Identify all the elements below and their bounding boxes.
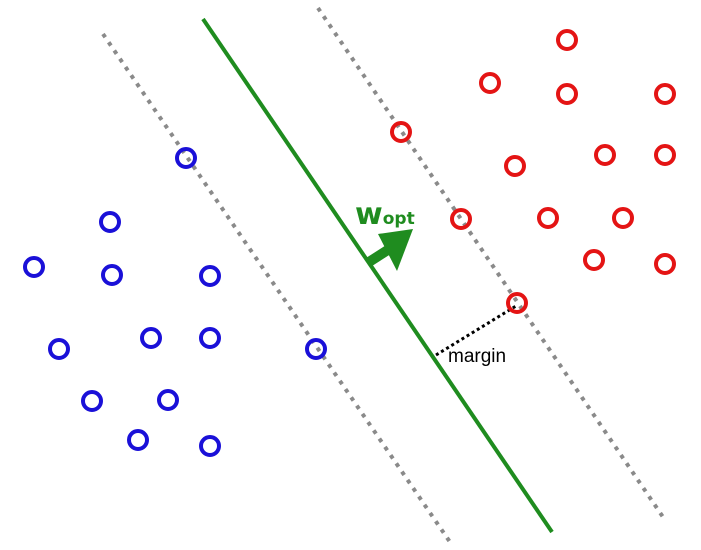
positive-class-point-icon bbox=[450, 208, 472, 230]
negative-class-point-icon bbox=[99, 211, 121, 233]
negative-class-points bbox=[23, 147, 327, 457]
positive-class-point-icon bbox=[556, 29, 578, 51]
negative-class-point-icon bbox=[101, 264, 123, 286]
positive-class-point-icon bbox=[583, 249, 605, 271]
positive-class-point-icon bbox=[594, 144, 616, 166]
negative-class-point-icon bbox=[199, 435, 221, 457]
negative-class-point-icon bbox=[199, 265, 221, 287]
negative-class-point-icon bbox=[48, 338, 70, 360]
negative-class-point-icon bbox=[199, 327, 221, 349]
negative-class-point-icon bbox=[127, 429, 149, 451]
positive-class-point-icon bbox=[612, 207, 634, 229]
negative-margin-boundary bbox=[101, 32, 454, 547]
positive-class-point-icon bbox=[390, 121, 412, 143]
margin-segment bbox=[435, 304, 517, 357]
positive-class-point-icon bbox=[654, 83, 676, 105]
positive-class-points bbox=[390, 29, 676, 314]
negative-class-point-icon bbox=[81, 390, 103, 412]
positive-margin-boundary bbox=[316, 6, 667, 522]
negative-class-point-icon bbox=[305, 338, 327, 360]
positive-class-point-icon bbox=[506, 292, 528, 314]
positive-class-point-icon bbox=[479, 72, 501, 94]
optimal-hyperplane bbox=[201, 17, 554, 534]
weight-vector-label: wopt bbox=[355, 197, 415, 232]
positive-class-point-icon bbox=[537, 207, 559, 229]
negative-class-point-icon bbox=[157, 389, 179, 411]
weight-vector-arrow-icon bbox=[366, 229, 413, 271]
negative-class-point-icon bbox=[140, 327, 162, 349]
weight-label-subscript: opt bbox=[383, 209, 415, 229]
positive-class-point-icon bbox=[556, 83, 578, 105]
positive-class-point-icon bbox=[654, 253, 676, 275]
negative-class-point-icon bbox=[175, 147, 197, 169]
negative-class-point-icon bbox=[23, 256, 45, 278]
weight-label-main: w bbox=[355, 197, 383, 232]
positive-class-point-icon bbox=[654, 144, 676, 166]
positive-class-point-icon bbox=[504, 155, 526, 177]
margin-label: margin bbox=[448, 346, 506, 367]
